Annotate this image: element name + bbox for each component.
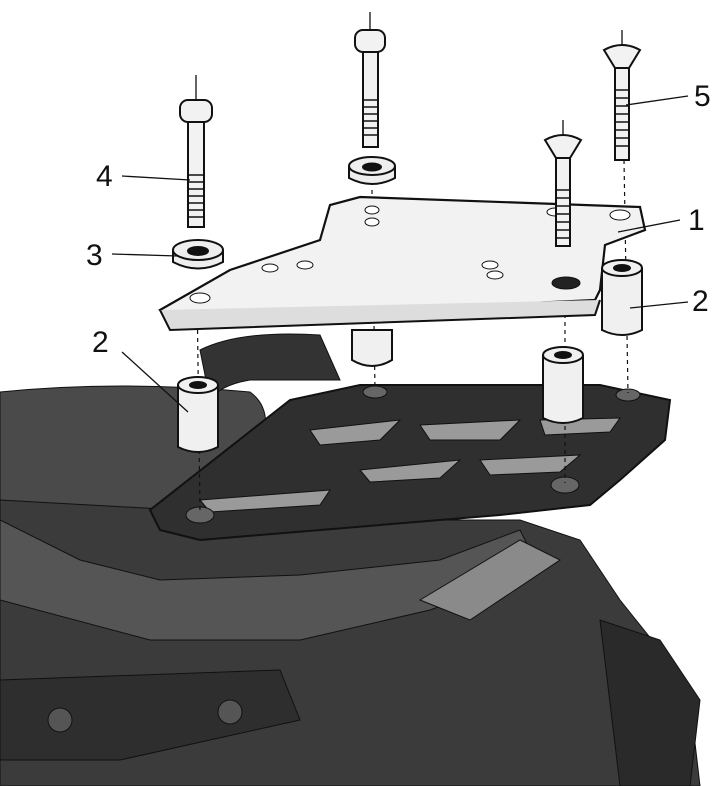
callout-label: 1 xyxy=(688,204,705,237)
callout-label: 3 xyxy=(86,239,103,272)
bolts xyxy=(179,12,642,247)
callout-label: 2 xyxy=(92,326,109,359)
callout-label: 2 xyxy=(692,285,709,318)
callout-bolt-countersunk: 5 xyxy=(625,80,711,113)
rear-fender xyxy=(599,619,701,786)
callout-label: 5 xyxy=(694,80,711,113)
callout-label: 4 xyxy=(96,160,113,193)
mounting-plate xyxy=(158,195,647,332)
callout-spacer-left: 2 xyxy=(92,326,189,413)
callout-washer: 3 xyxy=(86,239,179,272)
luggage-rack xyxy=(148,333,672,542)
motorcycle-rear xyxy=(0,385,701,786)
callout-plate: 1 xyxy=(617,204,705,237)
callout-spacer-right: 2 xyxy=(629,285,709,318)
callout-bolt-long: 4 xyxy=(96,160,191,193)
spacers xyxy=(177,259,643,453)
passenger-grab-bracket xyxy=(0,669,301,761)
tail-light xyxy=(418,539,561,621)
washers xyxy=(172,156,396,270)
